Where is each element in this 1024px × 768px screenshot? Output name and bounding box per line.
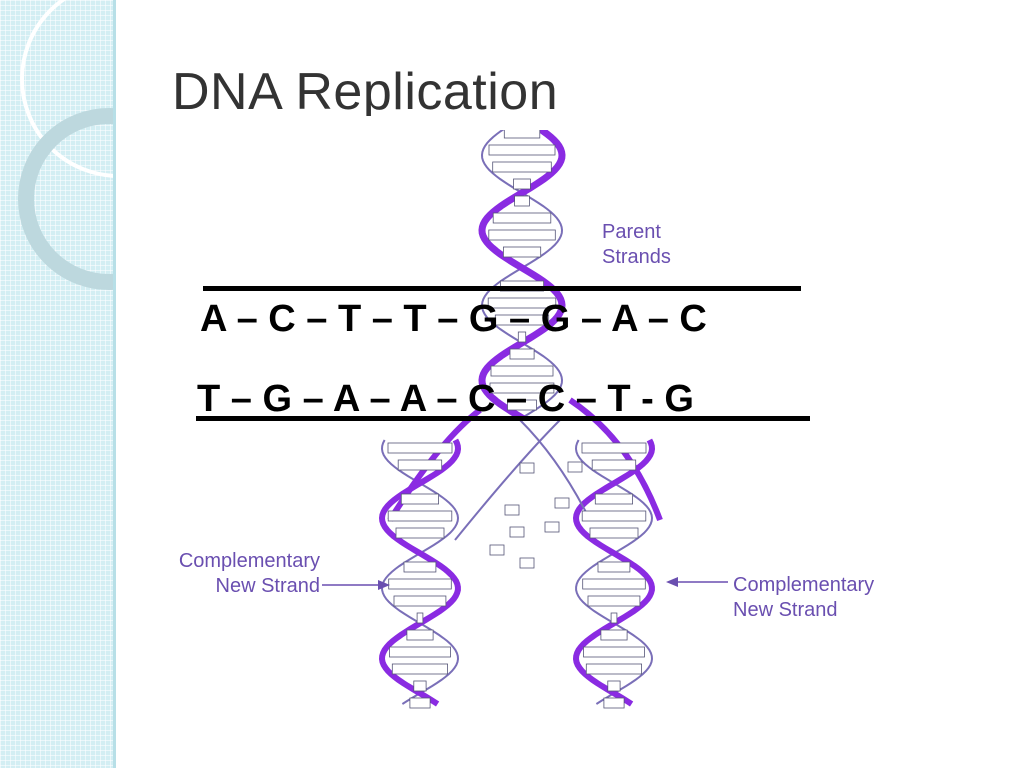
parent-helix-base-pair <box>513 178 531 190</box>
complementary-new-strand-right-label: Complementary New Strand <box>733 573 874 623</box>
parent-helix-base-pair <box>488 144 556 156</box>
complementary-left-line-2: New Strand <box>215 575 321 597</box>
parent-helix-base-pair <box>517 331 527 343</box>
parent-helix-base-pair <box>494 314 550 326</box>
left-inner-connector <box>454 419 561 541</box>
parent-strands-line-2: Strands <box>602 246 671 268</box>
free-nucleotide <box>554 497 570 509</box>
parent-helix-base-pair <box>487 297 557 309</box>
parent-helix-base-pair <box>489 382 555 394</box>
free-nucleotide <box>489 544 505 556</box>
right-daughter-helix-base-pair <box>582 578 646 590</box>
right-daughter-helix-base-pair <box>603 697 625 709</box>
right-daughter-helix-base-pair <box>591 459 637 471</box>
left-daughter-helix-base-pair <box>388 578 452 590</box>
free-nucleotide <box>544 521 560 533</box>
parent-helix-base-pair <box>502 246 542 258</box>
right-daughter-helix-base-pair <box>581 510 647 522</box>
parent-helix-base-pair <box>509 348 535 360</box>
complementary-strand-sequence: T – G – A – A – C – C – T - G <box>197 378 694 420</box>
right-daughter-helix-base-pair <box>594 493 633 505</box>
left-daughter-helix-base-pair <box>395 527 445 539</box>
free-nucleotide <box>504 504 520 516</box>
decorative-side-band <box>0 0 113 768</box>
right-daughter-helix-base-pair <box>583 646 645 658</box>
sequence-top-rule <box>203 286 801 291</box>
free-nucleotide <box>509 526 525 538</box>
parent-helix-strand-b <box>480 124 564 420</box>
right-daughter-helix-base-pair <box>585 663 642 675</box>
parent-helix-base-pair <box>492 212 552 224</box>
complementary-left-line-1: Complementary <box>178 550 320 572</box>
left-daughter-helix-base-pair <box>416 612 424 624</box>
right-daughter-helix-strand-a <box>572 438 656 707</box>
parent-strand-sequence: A – C – T – T – G – G – A – C <box>200 298 707 340</box>
parent-helix-strand-a <box>478 122 566 423</box>
right-inner-connector <box>519 419 591 521</box>
parent-strands-line-1: Parent <box>602 221 661 243</box>
left-daughter-helix-base-pair <box>403 561 437 573</box>
base-pairs <box>387 127 647 709</box>
right-daughter-helix-base-pair <box>587 595 641 607</box>
left-daughter-helix-base-pair <box>400 493 439 505</box>
label-pointer-arrows <box>322 577 728 590</box>
left-daughter-helix-base-pair <box>389 646 451 658</box>
title-clip-mask <box>170 116 610 130</box>
right-daughter-helix-base-pair <box>610 612 618 624</box>
parent-helix-base-pair <box>492 161 552 173</box>
left-daughter-helix-base-pair <box>387 510 453 522</box>
complementary-right-line-1: Complementary <box>733 574 875 596</box>
free-nucleotide <box>567 461 583 473</box>
slide-title: DNA Replication <box>172 63 559 121</box>
left-daughter-helix-strand-a <box>378 438 462 707</box>
parent-helix-base-pair <box>507 399 537 411</box>
free-nucleotide <box>519 462 535 474</box>
left-daughter-helix-base-pair <box>409 697 431 709</box>
right-daughter-helix-base-pair <box>607 680 621 692</box>
free-nucleotide <box>519 557 535 569</box>
left-daughter-helix-base-pair <box>406 629 434 641</box>
left-arrowhead <box>378 580 390 590</box>
left-daughter-helix-base-pair <box>391 663 448 675</box>
left-daughter-helix-base-pair <box>397 459 443 471</box>
side-band-edge <box>113 0 116 768</box>
complementary-right-line-2: New Strand <box>733 599 838 621</box>
left-daughter-helix-base-pair <box>393 595 447 607</box>
right-daughter-helix-base-pair <box>589 527 639 539</box>
parent-helix-base-pair <box>490 365 554 377</box>
right-daughter-helix-base-pair <box>581 442 647 454</box>
left-daughter-helix-base-pair <box>413 680 427 692</box>
parent-helix-base-pair <box>514 195 530 207</box>
sequence-bottom-rule <box>196 416 810 421</box>
parent-strands-label: Parent Strands <box>602 220 671 270</box>
right-daughter-helix-base-pair <box>597 561 631 573</box>
left-daughter-helix-base-pair <box>387 442 453 454</box>
complementary-new-strand-left-label: Complementary New Strand <box>160 549 320 599</box>
parent-helix-base-pair <box>488 229 556 241</box>
right-arrowhead <box>666 577 678 587</box>
right-daughter-helix-base-pair <box>600 629 628 641</box>
